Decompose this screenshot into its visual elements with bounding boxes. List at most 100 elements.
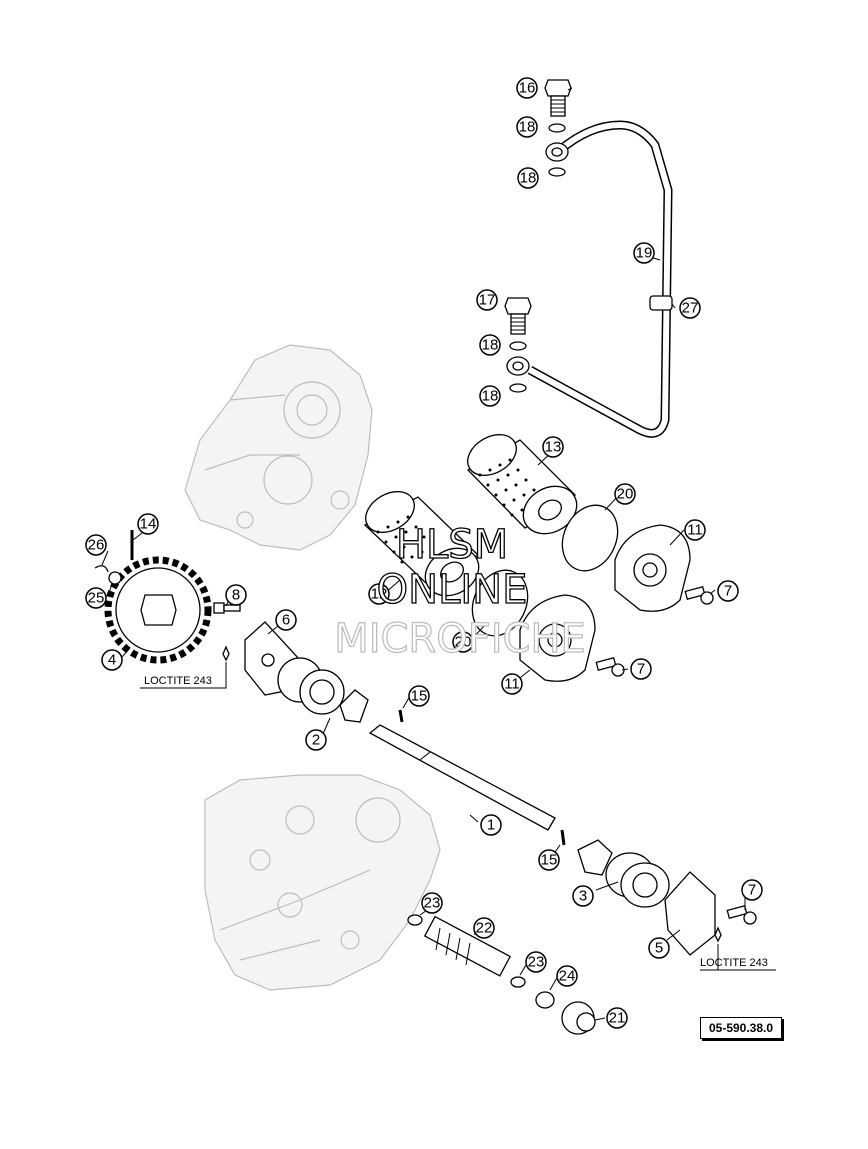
callout-7c: 7 <box>741 879 763 901</box>
svg-text:11: 11 <box>504 676 520 693</box>
engine-housing-lower-ghost <box>204 774 441 991</box>
callout-19: 19 <box>633 242 655 264</box>
callout-14: 14 <box>137 513 159 535</box>
filter-cover-11b <box>519 594 596 682</box>
loctite-note-right: LOCTITE 243 <box>700 944 776 971</box>
svg-text:11: 11 <box>687 522 703 539</box>
callout-23a: 23 <box>421 892 443 914</box>
svg-text:14: 14 <box>140 516 157 533</box>
svg-text:7: 7 <box>637 661 645 678</box>
screw-7b <box>595 657 625 677</box>
callout-21: 21 <box>606 1007 628 1029</box>
svg-text:7: 7 <box>724 583 732 600</box>
leader-lines <box>101 87 746 1021</box>
svg-text:18: 18 <box>519 119 536 136</box>
svg-text:3: 3 <box>579 888 587 905</box>
o-ring-23b <box>510 976 526 988</box>
screw-7c <box>726 905 757 925</box>
svg-text:6: 6 <box>282 612 290 629</box>
loctite-drop-left <box>222 645 230 662</box>
clip-26 <box>94 565 109 573</box>
svg-text:26: 26 <box>88 537 105 554</box>
svg-text:18: 18 <box>482 337 499 354</box>
svg-text:16: 16 <box>519 80 536 97</box>
callout-15b: 15 <box>538 849 560 871</box>
svg-text:2: 2 <box>312 732 320 749</box>
o-ring-23a <box>407 914 423 926</box>
svg-text:5: 5 <box>655 940 663 957</box>
callout-1: 1 <box>480 814 502 836</box>
svg-text:15: 15 <box>541 852 558 869</box>
oil-filter-13 <box>466 434 578 535</box>
callout-11a: 11 <box>684 519 706 541</box>
svg-text:17: 17 <box>479 292 496 309</box>
svg-text:24: 24 <box>559 968 576 985</box>
plug-21 <box>561 1001 596 1035</box>
callout-17: 17 <box>476 289 498 311</box>
filter-cover-11a <box>614 524 691 612</box>
svg-text:LOCTITE 243: LOCTITE 243 <box>144 675 212 687</box>
watermark: HLSM ONLINE MICROFICHE <box>334 521 587 662</box>
svg-text:12: 12 <box>371 586 388 603</box>
callout-18a: 18 <box>516 116 538 138</box>
svg-text:18: 18 <box>482 388 499 405</box>
callout-27: 27 <box>679 297 701 319</box>
svg-text:23: 23 <box>528 954 545 971</box>
callout-12: 12 <box>368 583 390 605</box>
screw-8 <box>213 602 241 614</box>
diagram-reference-number: 05-590.38.0 <box>700 1017 782 1039</box>
washer-18d <box>509 383 527 393</box>
oil-line <box>527 120 673 438</box>
svg-text:19: 19 <box>636 245 653 262</box>
svg-text:20: 20 <box>617 486 634 503</box>
loctite-note-left: LOCTITE 243 <box>140 662 227 689</box>
callout-4: 4 <box>101 649 123 671</box>
callout-26: 26 <box>85 534 107 556</box>
callout-20a: 20 <box>614 483 636 505</box>
callout-7b: 7 <box>630 658 652 680</box>
inner-rotor-2 <box>339 689 369 723</box>
loctite-drop-right <box>714 926 722 943</box>
svg-text:1: 1 <box>487 817 495 834</box>
callout-24: 24 <box>556 965 578 987</box>
svg-text:13: 13 <box>545 439 562 456</box>
svg-text:LOCTITE 243: LOCTITE 243 <box>700 957 768 969</box>
svg-text:15: 15 <box>411 688 428 705</box>
callout-7a: 7 <box>717 580 739 602</box>
o-ring-20a <box>561 504 619 572</box>
callout-18c: 18 <box>479 334 501 356</box>
o-ring-20b <box>471 569 529 637</box>
svg-text:4: 4 <box>108 652 116 669</box>
svg-text:18: 18 <box>520 170 537 187</box>
svg-text:23: 23 <box>424 895 441 912</box>
washer-18c <box>509 341 527 351</box>
oil-pump-gear <box>104 556 212 664</box>
callout-5: 5 <box>648 937 670 959</box>
pump-shaft <box>368 724 556 831</box>
svg-text:25: 25 <box>88 590 105 607</box>
svg-text:MICROFICHE: MICROFICHE <box>334 616 586 662</box>
washer-18b <box>548 167 566 177</box>
washer-25 <box>108 571 122 585</box>
inner-rotor-3 <box>577 839 613 876</box>
svg-text:7: 7 <box>748 882 756 899</box>
callout-6: 6 <box>275 609 297 631</box>
callout-8: 8 <box>225 584 247 606</box>
callout-25: 25 <box>85 587 107 609</box>
screw-7a <box>684 586 714 605</box>
oil-filter-12 <box>363 491 480 597</box>
pump-rotor-2 <box>277 657 345 715</box>
washer-18a <box>548 123 566 133</box>
callout-23b: 23 <box>525 951 547 973</box>
banjo-bolt-lower <box>504 297 532 335</box>
callout-2: 2 <box>305 729 327 751</box>
callout-18b: 18 <box>517 167 539 189</box>
callout-18d: 18 <box>479 385 501 407</box>
pump-rotor-3 <box>605 852 670 908</box>
callout-3: 3 <box>572 885 594 907</box>
svg-text:HLSM: HLSM <box>396 522 508 568</box>
pin-15b <box>560 829 566 846</box>
svg-text:21: 21 <box>609 1010 626 1027</box>
callout-13: 13 <box>542 436 564 458</box>
